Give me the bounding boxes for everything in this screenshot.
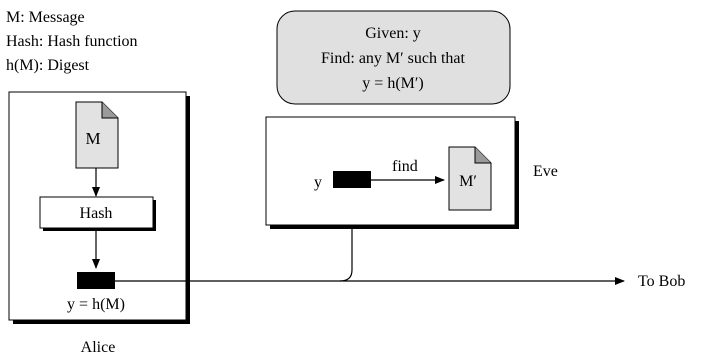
- find-label: find: [392, 158, 418, 175]
- message-document-label: M: [85, 129, 100, 148]
- callout-find: Find: any M′ such that: [321, 50, 465, 67]
- digest-label: y = h(M): [67, 296, 125, 313]
- eve-label: Eve: [533, 163, 558, 180]
- callout-frame: [276, 10, 511, 105]
- callout-bubble: Given: y Find: any M′ such that y = h(M′…: [276, 10, 511, 105]
- digest-block: [77, 272, 115, 289]
- interception-arrow: [339, 195, 356, 282]
- eve-digest-block: [333, 171, 371, 188]
- alice-label: Alice: [81, 339, 116, 356]
- hash-box-label: Hash: [80, 205, 113, 222]
- hash-box: Hash: [39, 196, 156, 231]
- message-document-fold: [101, 102, 118, 119]
- message-document: M: [75, 101, 119, 169]
- legend-message: M: Message: [6, 9, 85, 26]
- callout-equation: y = h(M′): [362, 75, 423, 92]
- hash-box-frame: [39, 196, 154, 229]
- forged-document-fold: [474, 147, 491, 164]
- legend-hash: Hash: Hash function: [6, 33, 138, 50]
- eve-y-label: y: [314, 174, 322, 191]
- to-bob-label: To Bob: [638, 273, 685, 290]
- forged-document-label: M′: [459, 173, 477, 190]
- forged-document: M′: [448, 146, 492, 211]
- legend: M: Message Hash: Hash function h(M): Dig…: [6, 9, 138, 74]
- callout-given: Given: y: [365, 25, 421, 42]
- legend-digest: h(M): Digest: [6, 57, 90, 74]
